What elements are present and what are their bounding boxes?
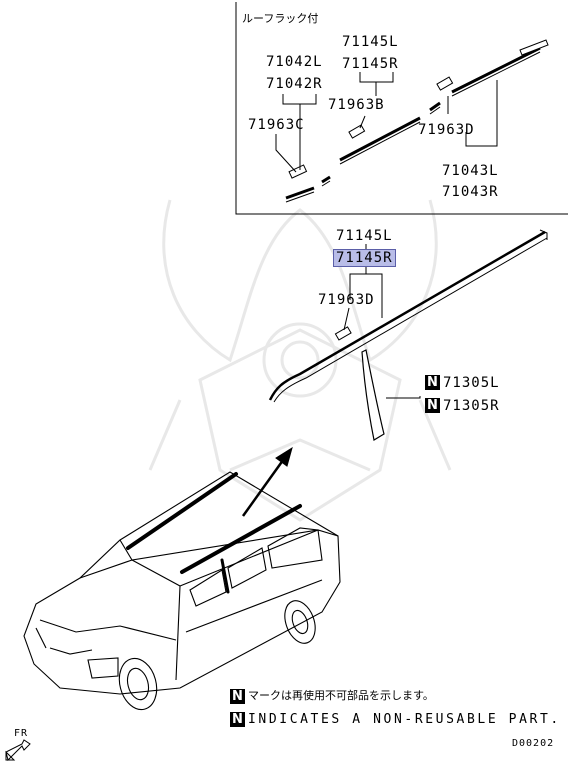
label-71043r[interactable]: 71043R xyxy=(442,184,499,200)
inset-title: ルーフラック付 xyxy=(242,12,319,25)
inset-roof-rail xyxy=(285,39,549,203)
label-71305r: 71305R xyxy=(443,398,500,414)
non-reusable-badge: N xyxy=(425,398,440,413)
label-71963c[interactable]: 71963C xyxy=(248,117,305,133)
label-71145l-inset[interactable]: 71145L xyxy=(342,34,399,50)
label-71963b[interactable]: 71963B xyxy=(328,97,385,113)
pillar-garnish xyxy=(361,349,385,441)
legend-jp-text: マークは再使用不可部品を示します。 xyxy=(248,689,434,702)
label-71043l[interactable]: 71043L xyxy=(442,163,499,179)
non-reusable-badge: N xyxy=(425,375,440,390)
vehicle-rails xyxy=(126,472,302,594)
non-reusable-badge: N xyxy=(230,712,245,727)
legend-en-text: INDICATES A NON-REUSABLE PART. xyxy=(248,712,561,727)
label-71145r-inset[interactable]: 71145R xyxy=(342,56,399,72)
label-71145l[interactable]: 71145L xyxy=(336,228,393,244)
fr-label: FR xyxy=(14,728,29,739)
front-direction-arrow xyxy=(5,739,31,761)
inset-leaders xyxy=(275,72,498,173)
label-71963d-inset[interactable]: 71963D xyxy=(418,122,475,138)
pointer-arrow xyxy=(241,446,293,517)
non-reusable-badge: N xyxy=(230,689,245,704)
label-71963d[interactable]: 71963D xyxy=(318,292,375,308)
watermark-emblem xyxy=(148,199,452,522)
label-71042r[interactable]: 71042R xyxy=(266,76,323,92)
diagram-code: D00202 xyxy=(512,738,555,749)
label-71145r-highlighted[interactable]: 71145R xyxy=(333,249,396,267)
label-71042l[interactable]: 71042L xyxy=(266,54,323,70)
vehicle-outline xyxy=(23,471,341,711)
inset-frame xyxy=(235,2,568,215)
main-roof-rail xyxy=(268,229,548,403)
main-leaders xyxy=(343,244,421,399)
label-71305l: 71305L xyxy=(443,375,500,391)
